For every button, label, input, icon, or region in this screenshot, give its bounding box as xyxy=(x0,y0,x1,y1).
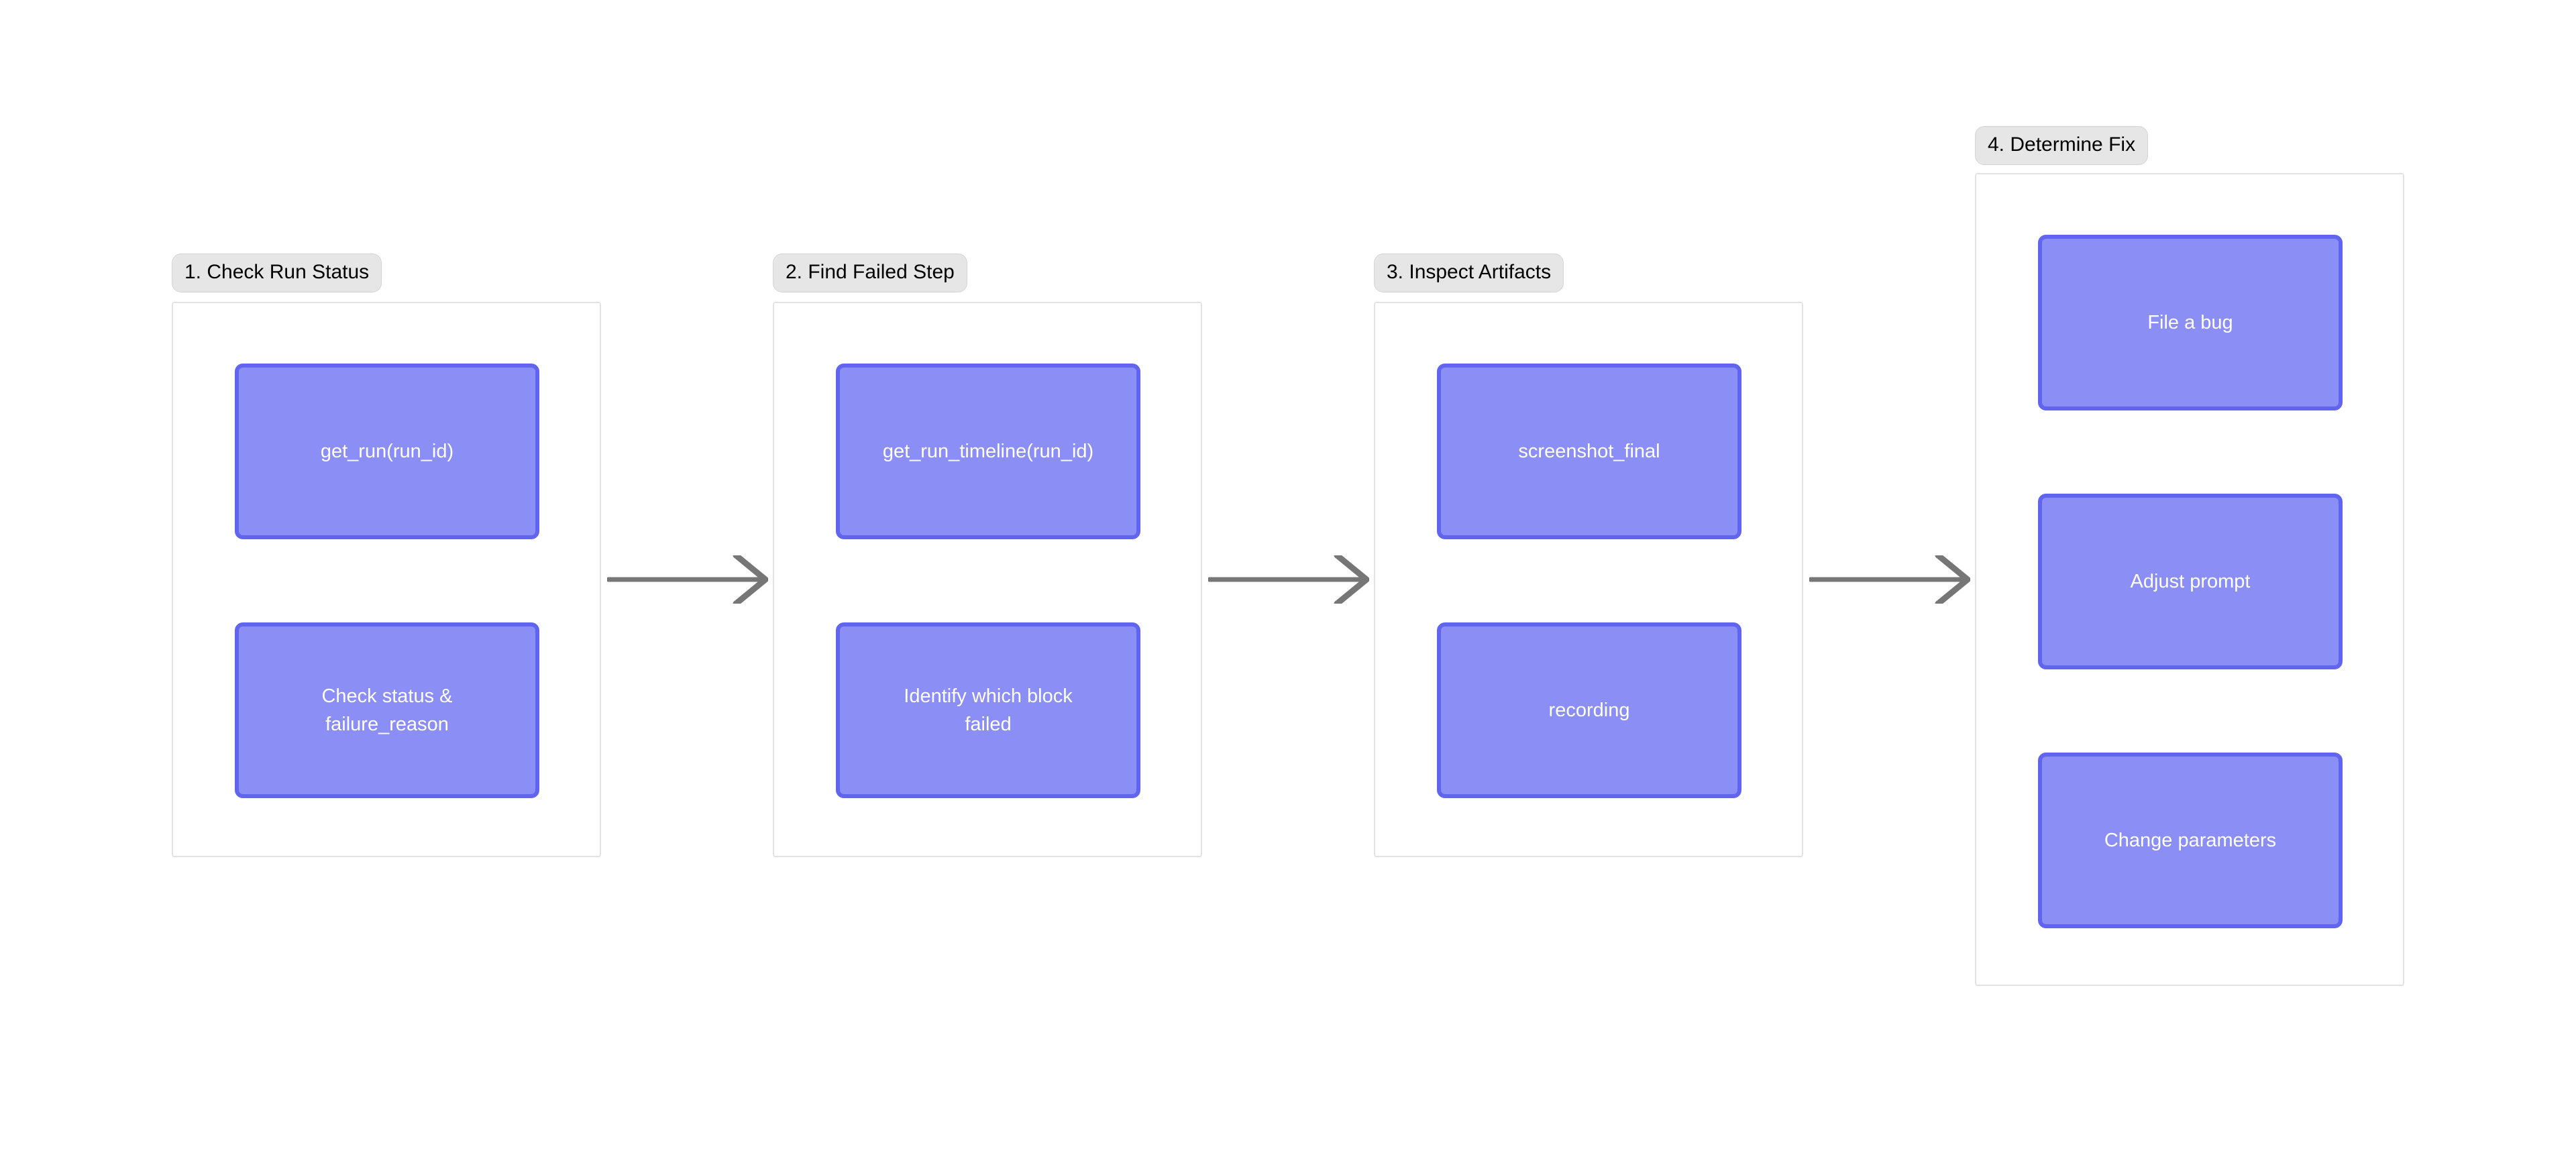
connector-arrow-1-to-2 xyxy=(607,555,768,604)
node-screenshot-final[interactable]: screenshot_final xyxy=(1437,364,1741,539)
group-label-inspect-artifacts: 3. Inspect Artifacts xyxy=(1374,254,1564,292)
connector-arrow-2-to-3 xyxy=(1208,555,1369,604)
arrow-head-icon xyxy=(1935,555,1970,604)
group-check-run-status: 1. Check Run Status get_run(run_id) Check … xyxy=(172,254,601,857)
group-label-determine-fix: 4. Determine Fix xyxy=(1975,126,2149,165)
group-label-find-failed-step: 2. Find Failed Step xyxy=(773,254,967,292)
group-container-find-failed-step: get_run_timeline(run_id) Identify which b… xyxy=(773,302,1202,857)
group-container-check-run-status: get_run(run_id) Check status & failure_re… xyxy=(172,302,601,857)
node-get-run[interactable]: get_run(run_id) xyxy=(235,364,539,539)
arrow-head-icon xyxy=(1334,555,1369,604)
group-container-inspect-artifacts: screenshot_final recording xyxy=(1374,302,1803,857)
arrow-head-icon xyxy=(733,555,768,604)
connector-arrow-3-to-4 xyxy=(1809,555,1970,604)
node-get-run-timeline[interactable]: get_run_timeline(run_id) xyxy=(836,364,1140,539)
node-adjust-prompt[interactable]: Adjust prompt xyxy=(2038,494,2343,669)
group-label-check-run-status: 1. Check Run Status xyxy=(172,254,382,292)
group-find-failed-step: 2. Find Failed Step get_run_timeline(run_… xyxy=(773,254,1202,857)
node-recording[interactable]: recording xyxy=(1437,622,1741,798)
node-check-status-failure-reason[interactable]: Check status & failure_reason xyxy=(235,622,539,798)
node-identify-which-block-failed[interactable]: Identify which block failed xyxy=(836,622,1140,798)
node-file-a-bug[interactable]: File a bug xyxy=(2038,235,2343,410)
node-change-parameters[interactable]: Change parameters xyxy=(2038,753,2343,928)
